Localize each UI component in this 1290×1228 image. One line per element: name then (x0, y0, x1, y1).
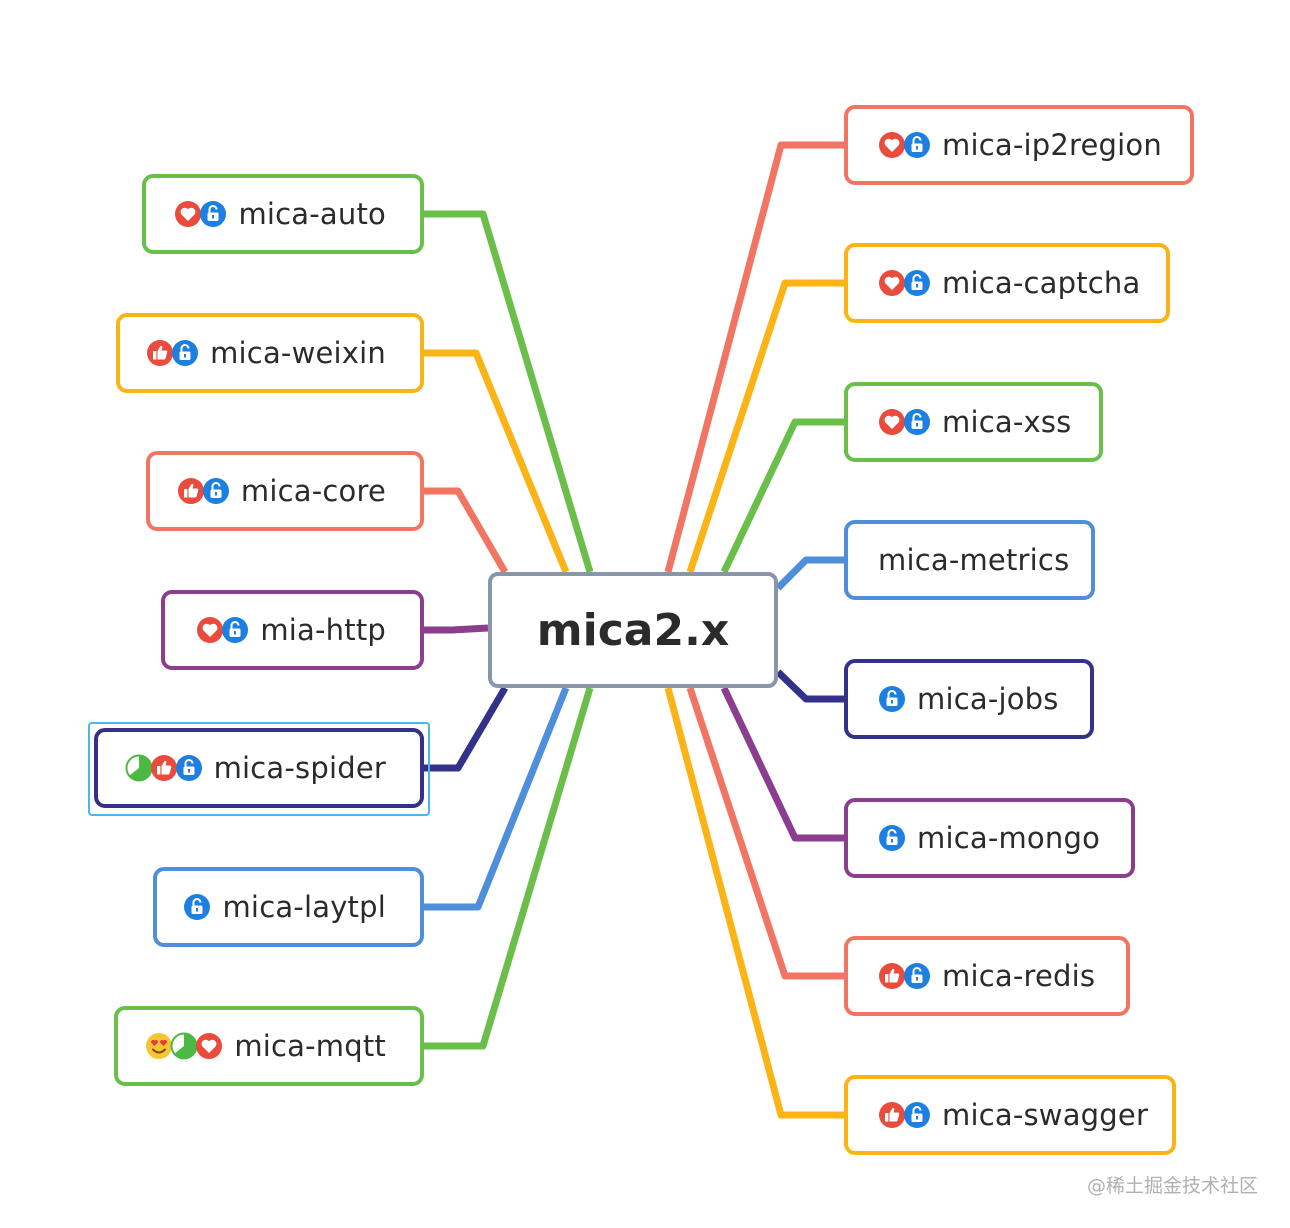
node-right-7[interactable]: mica-swagger (844, 1075, 1176, 1155)
connector-left-4 (424, 686, 509, 772)
node-left-1[interactable]: mica-weixin (116, 313, 424, 393)
node-label: mica-mongo (917, 821, 1101, 855)
connector-right-3 (775, 556, 844, 591)
node-label: mica-metrics (878, 543, 1070, 577)
connector-right-7 (664, 687, 844, 1119)
unlock-icon (903, 131, 930, 159)
heart-icon (174, 200, 202, 228)
connector-right-0 (664, 141, 844, 573)
node-label: mica-core (240, 474, 386, 508)
unlock-icon (175, 754, 202, 782)
node-label: mia-http (260, 613, 386, 647)
thumbs-up-icon (177, 477, 204, 505)
node-label: mica-weixin (210, 336, 386, 370)
watermark: @稀土掘金技术社区 (1086, 1175, 1258, 1197)
unlock-icon (221, 616, 249, 644)
node-left-3[interactable]: mia-http (161, 590, 424, 670)
node-right-1[interactable]: mica-captcha (844, 243, 1170, 323)
node-left-0[interactable]: mica-auto (142, 174, 424, 254)
node-label: mica-spider (213, 751, 386, 785)
node-left-4[interactable]: mica-spider (94, 728, 424, 808)
node-left-2[interactable]: mica-core (146, 451, 424, 531)
node-left-5[interactable]: mica-laytpl (153, 867, 424, 947)
thumbs-up-icon (878, 1101, 905, 1129)
node-label: mica-mqtt (234, 1029, 386, 1063)
node-icons (183, 893, 211, 921)
node-left-6[interactable]: mica-mqtt (114, 1006, 424, 1086)
heart-icon (878, 131, 905, 159)
node-right-3[interactable]: mica-metrics (844, 520, 1095, 600)
unlock-icon (199, 200, 227, 228)
root-node[interactable]: mica2.x (488, 572, 778, 688)
connector-left-0 (424, 210, 594, 574)
connector-right-4 (775, 669, 844, 703)
heart-icon (196, 616, 224, 644)
node-icons (125, 754, 202, 782)
node-icons (174, 200, 227, 228)
node-icons (878, 824, 905, 852)
unlock-icon (878, 824, 905, 852)
node-label: mica-swagger (942, 1098, 1149, 1132)
unlock-icon (903, 962, 930, 990)
node-label: mica-captcha (942, 266, 1141, 300)
heart-icon (878, 408, 905, 436)
connector-left-5 (424, 686, 570, 911)
node-icons (145, 1032, 223, 1060)
heart-icon (195, 1032, 223, 1060)
node-right-0[interactable]: mica-ip2region (844, 105, 1194, 185)
connector-left-2 (424, 487, 509, 574)
unlock-icon (903, 1101, 930, 1129)
node-icons (878, 962, 930, 990)
unlock-icon (171, 339, 199, 367)
connector-right-1 (686, 279, 844, 574)
node-icons (196, 616, 249, 644)
unlock-icon (903, 408, 930, 436)
connector-right-6 (686, 686, 844, 980)
selection-outline (88, 722, 430, 816)
node-label: mica-laytpl (222, 890, 386, 924)
pie-progress-icon (170, 1032, 198, 1060)
thumbs-up-icon (146, 339, 174, 367)
connector-right-5 (720, 686, 844, 842)
node-label: mica-ip2region (942, 128, 1162, 162)
node-label: mica-xss (942, 405, 1072, 439)
node-icons (146, 339, 199, 367)
node-icons (878, 269, 930, 297)
thumbs-up-icon (878, 962, 905, 990)
node-right-5[interactable]: mica-mongo (844, 798, 1135, 878)
unlock-icon (202, 477, 229, 505)
node-icons (878, 131, 930, 159)
unlock-icon (903, 269, 930, 297)
connector-right-2 (720, 418, 844, 574)
node-icons (878, 408, 930, 436)
connector-left-1 (424, 349, 570, 574)
thumbs-up-icon (150, 754, 177, 782)
node-right-4[interactable]: mica-jobs (844, 659, 1094, 739)
unlock-icon (183, 893, 211, 921)
node-icons (177, 477, 229, 505)
node-right-2[interactable]: mica-xss (844, 382, 1103, 462)
node-label: mica-jobs (917, 682, 1059, 716)
root-label: mica2.x (536, 604, 730, 656)
node-label: mica-auto (238, 197, 386, 231)
connector-left-3 (424, 624, 489, 634)
heart-icon (878, 269, 905, 297)
heart-eyes-emoji-icon (145, 1032, 173, 1060)
node-icons (878, 685, 905, 713)
node-label: mica-redis (942, 959, 1096, 993)
connector-left-6 (424, 686, 594, 1050)
pie-progress-icon (125, 754, 153, 782)
unlock-icon (878, 685, 905, 713)
node-icons (878, 1101, 930, 1129)
node-right-6[interactable]: mica-redis (844, 936, 1130, 1016)
